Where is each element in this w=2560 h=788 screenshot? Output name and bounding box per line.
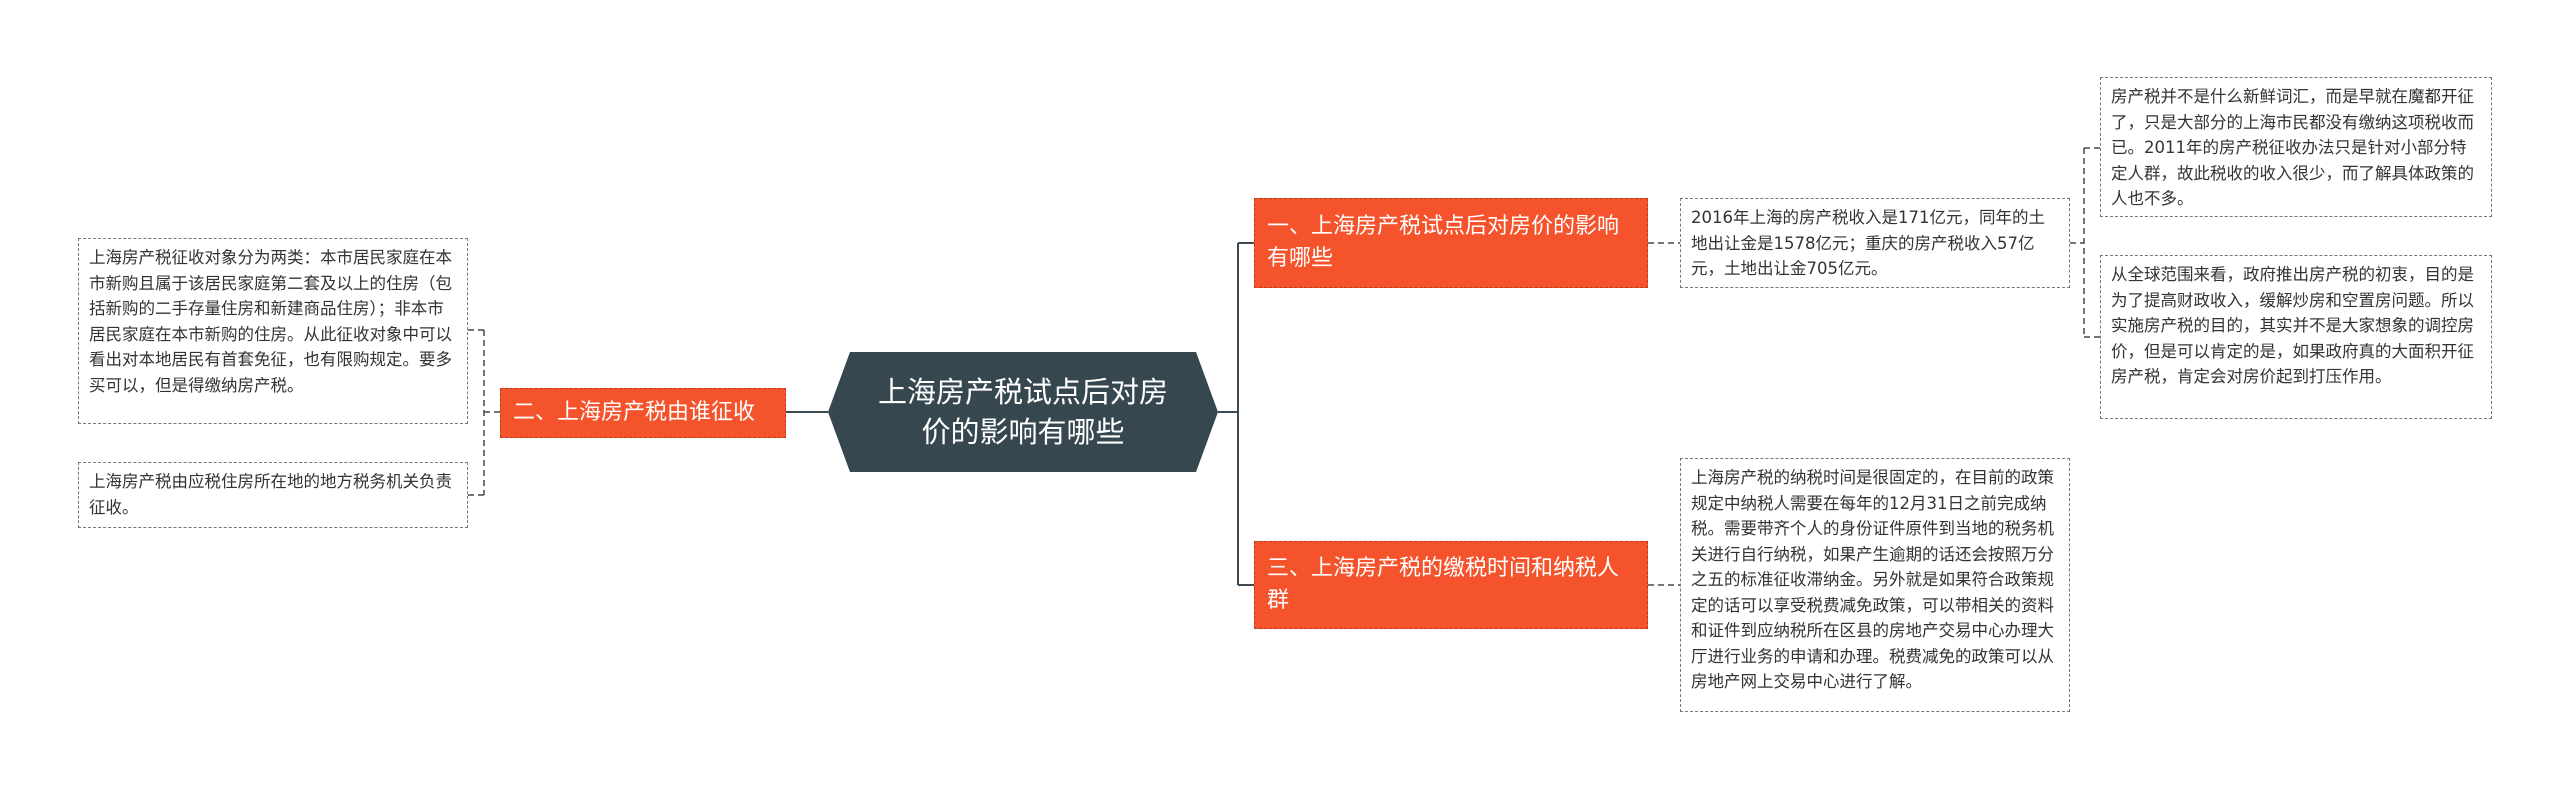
branch-label: 二、上海房产税由谁征收: [513, 400, 756, 425]
leaf-global-view[interactable]: 从全球范围来看，政府推出房产税的初衷，目的是为了提高财政收入，缓解炒房和空置房问…: [2100, 255, 2492, 419]
leaf-text: 2016年上海的房产税收入是171亿元，同年的土地出让金是1578亿元；重庆的房…: [1691, 208, 2045, 278]
leaf-2016-revenue[interactable]: 2016年上海的房产税收入是171亿元，同年的土地出让金是1578亿元；重庆的房…: [1680, 198, 2070, 288]
leaf-not-new-tax[interactable]: 房产税并不是什么新鲜词汇，而是早就在魔都开征了，只是大部分的上海市民都没有缴纳这…: [2100, 77, 2492, 217]
leaf-text: 房产税并不是什么新鲜词汇，而是早就在魔都开征了，只是大部分的上海市民都没有缴纳这…: [2111, 87, 2474, 208]
connector-root-right: [1218, 242, 1254, 586]
leaf-collecting-authority[interactable]: 上海房产税由应税住房所在地的地方税务机关负责征收。: [78, 462, 468, 528]
leaf-tax-objects[interactable]: 上海房产税征收对象分为两类：本市居民家庭在本市新购且属于该居民家庭第二套及以上的…: [78, 238, 468, 424]
branch-label: 一、上海房产税试点后对房价的影响有哪些: [1267, 214, 1620, 271]
leaf-payment-time[interactable]: 上海房产税的纳税时间是很固定的，在目前的政策规定中纳税人需要在每年的12月31日…: [1680, 458, 2070, 712]
branch-time-and-payers[interactable]: 三、上海房产税的缴税时间和纳税人群: [1254, 541, 1648, 629]
branch-impact-on-prices[interactable]: 一、上海房产税试点后对房价的影响有哪些: [1254, 198, 1648, 288]
leaf-text: 上海房产税由应税住房所在地的地方税务机关负责征收。: [89, 472, 452, 517]
root-topic[interactable]: 上海房产税试点后对房价的影响有哪些: [828, 352, 1218, 472]
root-topic-label: 上海房产税试点后对房价的影响有哪些: [877, 375, 1168, 449]
connector-b2-details: [468, 329, 500, 496]
leaf-text: 上海房产税的纳税时间是很固定的，在目前的政策规定中纳税人需要在每年的12月31日…: [1691, 468, 2054, 691]
connector-detail-sub: [2070, 147, 2100, 338]
branch-who-collects[interactable]: 二、上海房产税由谁征收: [500, 388, 786, 438]
leaf-text: 上海房产税征收对象分为两类：本市居民家庭在本市新购且属于该居民家庭第二套及以上的…: [89, 248, 452, 395]
branch-label: 三、上海房产税的缴税时间和纳税人群: [1267, 556, 1620, 613]
leaf-text: 从全球范围来看，政府推出房产税的初衷，目的是为了提高财政收入，缓解炒房和空置房问…: [2111, 265, 2474, 386]
